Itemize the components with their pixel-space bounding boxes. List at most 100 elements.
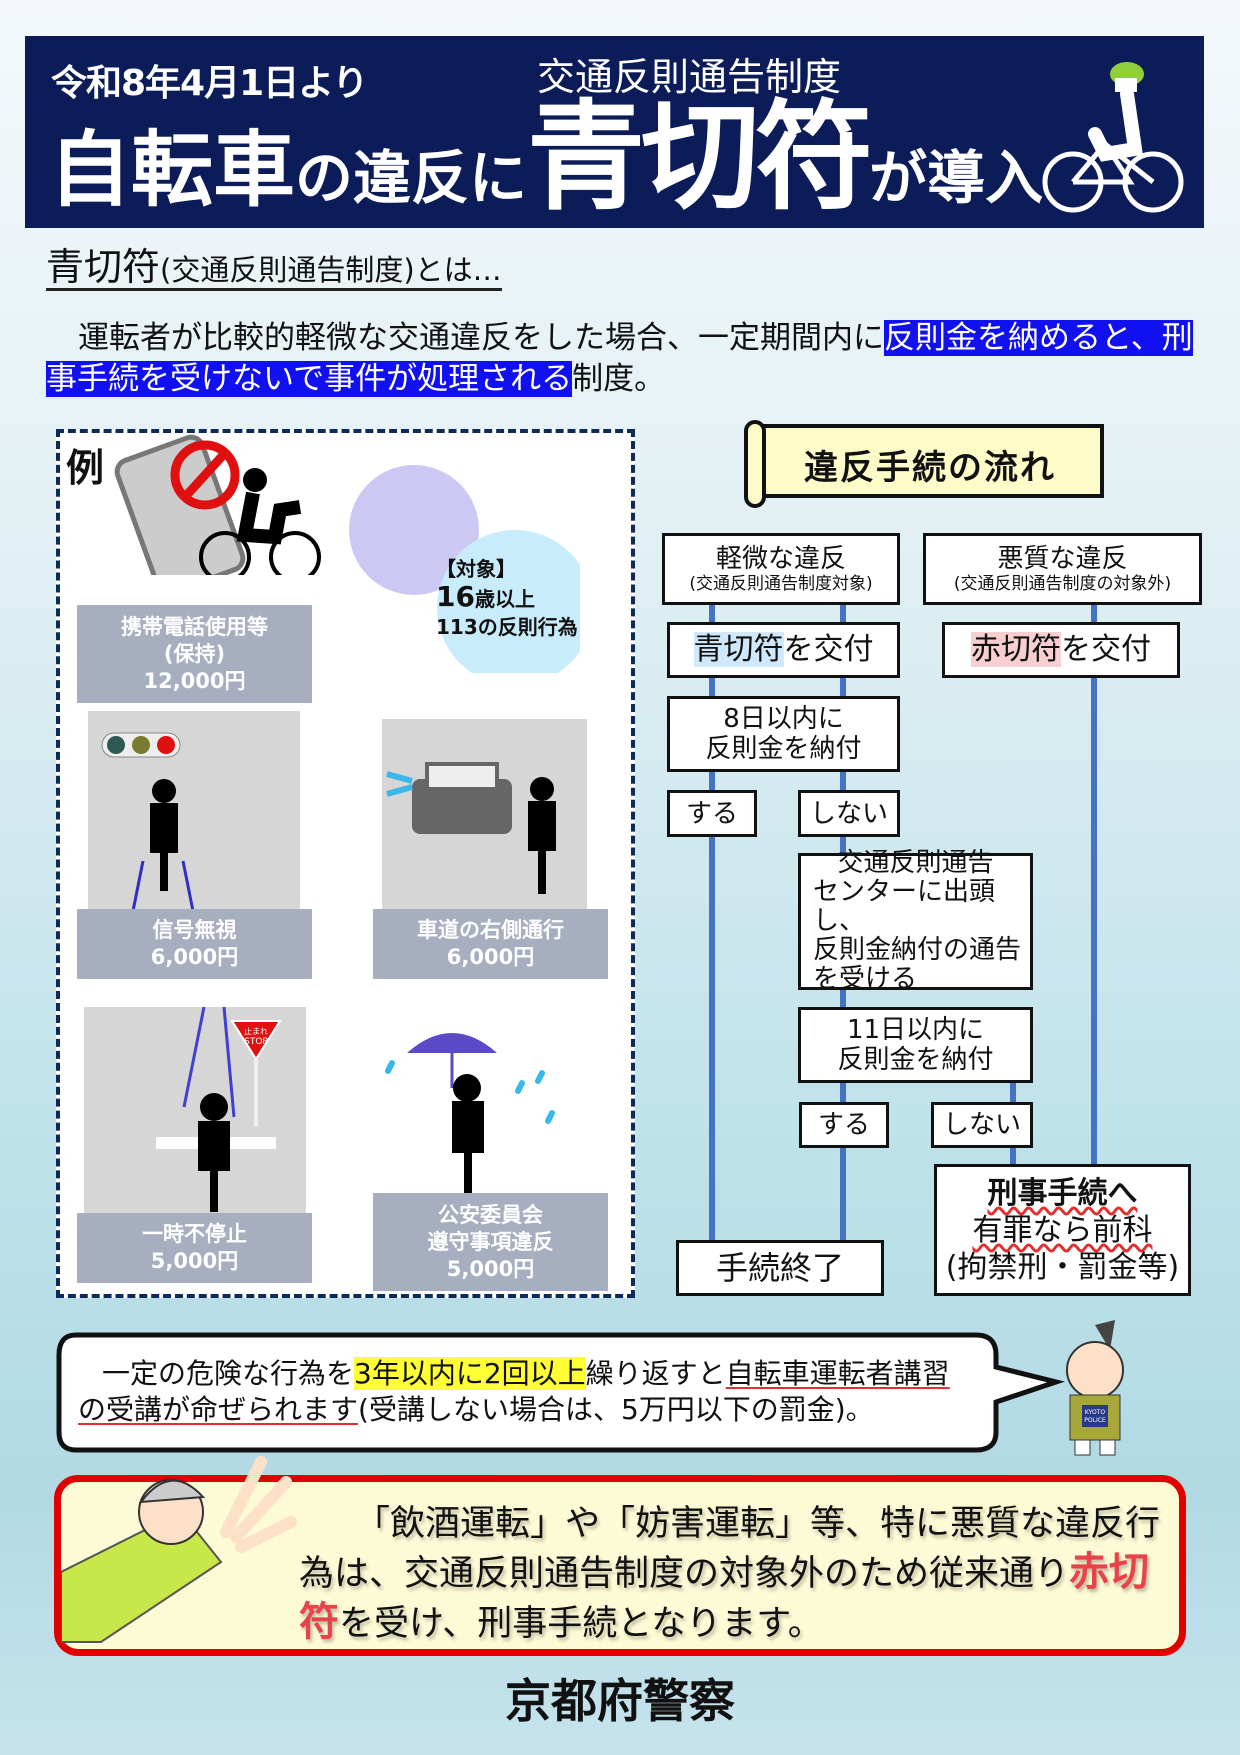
stop-sign-text: STOP [244, 1037, 268, 1047]
violation-name: 車道の右側通行 [417, 918, 564, 942]
fine-amount: 5,000円 [446, 1256, 535, 1281]
stop-sign-text: 止まれ [244, 1026, 268, 1036]
red-ticket-box: 赤切符を交付 [942, 622, 1180, 678]
blue-ticket-label: 青切符 [693, 632, 784, 667]
officer-icon [61, 1456, 297, 1643]
violation-sub: (保持) [163, 641, 226, 666]
flow-title-scroll: 違反手続の流れ [744, 420, 1108, 508]
box-text: を受ける [813, 964, 918, 994]
notice-part: 繰り返すと [585, 1357, 726, 1390]
blue-ticket-box: 青切符を交付 [667, 622, 900, 678]
example-item-signal: 信号無視 6,000円 [77, 909, 312, 979]
title-part: 青切符 [527, 88, 873, 226]
notice-part: 一定の危険な行為を [102, 1357, 355, 1390]
yes-box: する [667, 790, 757, 837]
target-age-unit: 歳以上 [474, 587, 535, 611]
box-text: を交付 [783, 632, 874, 667]
fine-amount: 6,000円 [150, 945, 239, 969]
warning-text: 「飲酒運転」や「妨害運転」等、特に悪質な違反行為は、交通反則通告制度の対象外のた… [299, 1500, 1179, 1648]
phone-cyclist-icon [114, 434, 321, 575]
title-part: の [295, 144, 354, 212]
criminal-procedure-box: 刑事手続へ有罪なら前科(拘禁刑・罰金等) [934, 1164, 1191, 1296]
footer-org: 京都府警察 [505, 1674, 735, 1728]
box-title: 軽微な違反 [715, 544, 846, 574]
para-text: 運転者が比較的軽微な交通違反をした場合、一定期間内に [78, 320, 884, 356]
box-text: 刑事手続へ [987, 1175, 1138, 1211]
yes-box: する [799, 1102, 889, 1148]
traffic-light-icon [88, 711, 300, 912]
flow-title: 違反手続の流れ [804, 448, 1056, 488]
violation-name: 携帯電話使用等 [121, 614, 268, 639]
example-item-phone: 携帯電話使用等(保持)12,000円 [77, 605, 312, 703]
definition-heading: 青切符(交通反則通告制度)とは… [46, 245, 502, 291]
header-subtitle: 交通反則通告制度 [537, 55, 842, 99]
violation-sub: 遵守事項違反 [427, 1229, 554, 1254]
title-part: に [469, 144, 528, 212]
box-text: 11日以内に [846, 1015, 985, 1045]
flow-line [709, 600, 715, 1245]
red-ticket-text: 赤切符 [299, 1549, 1150, 1645]
target-tag: 【対象】 [436, 557, 516, 581]
para-text: 制度。 [572, 361, 666, 397]
box-text: 有罪なら前科 [972, 1212, 1153, 1248]
heading-main: 青切符 [46, 245, 161, 289]
warning-part: を受け、刑事手続となります。 [339, 1604, 823, 1644]
box-sub: (交通反則通告制度対象) [689, 574, 873, 594]
violation-name: 公安委員会 [438, 1202, 543, 1227]
start-date: 令和8年4月1日より [51, 63, 368, 104]
mascot-badge: POLICE [1084, 1417, 1106, 1424]
box-text: 反則金納付の通告 [813, 935, 1022, 965]
minor-violation-box: 軽微な違反(交通反則通告制度対象) [662, 533, 900, 605]
fine-amount: 5,000円 [150, 1249, 239, 1273]
target-info: 【対象】 16歳以上 113の反則行為 [436, 555, 578, 641]
example-item-right-side: 車道の右側通行 6,000円 [373, 909, 608, 979]
cyclist-icon [1042, 62, 1184, 213]
box-text: を交付 [1061, 632, 1151, 667]
title-part: が導入 [869, 144, 1044, 212]
header-title: 自転車の違反に青切符が導入 [49, 98, 1043, 216]
notice-text: 一定の危険な行為を3年以内に2回以上繰り返すと自転車運転者講習の受講が命ぜられま… [78, 1356, 958, 1428]
procedure-end-box: 手続終了 [676, 1240, 884, 1296]
examples-label: 例 [66, 446, 105, 490]
pay-11-days-box: 11日以内に反則金を納付 [798, 1007, 1033, 1083]
target-circles [349, 465, 580, 673]
notice-speech-bubble: 一定の危険な行為を3年以内に2回以上繰り返すと自転車運転者講習の受講が命ぜられま… [56, 1332, 1065, 1453]
flow-line [1091, 600, 1097, 1170]
umbrella-cyclist-icon [385, 1033, 555, 1193]
example-item-stop: 一時不停止 5,000円 [77, 1213, 312, 1283]
box-text: 8日以内に [723, 704, 844, 734]
mascot-badge: KYOTO [1085, 1409, 1105, 1416]
definition-paragraph: 運転者が比較的軽微な交通違反をした場合、一定期間内に反則金を納めると、刑事手続を… [46, 318, 1196, 400]
box-title: 悪質な違反 [997, 544, 1128, 574]
violation-name: 信号無視 [152, 918, 237, 942]
title-part: 違反 [353, 144, 470, 212]
box-sub: (交通反則通告制度の対象外) [953, 574, 1172, 594]
box-text: 反則金を納付 [705, 734, 862, 764]
heading-rest: (交通反則通告制度)とは… [160, 253, 502, 287]
notice-highlight: 3年以内に2回以上 [354, 1357, 586, 1390]
violation-name: 一時不停止 [142, 1222, 247, 1246]
box-text: センターに出頭し、 [813, 877, 996, 936]
red-ticket-label: 赤切符 [971, 632, 1061, 667]
car-cyclist-icon [382, 719, 587, 911]
notice-center-box: 交通反則通告センターに出頭し、反則金納付の通告を受ける [798, 849, 1033, 994]
notice-part: (受講しない場合は、5万円以下の罰金)。 [358, 1393, 874, 1426]
warning-box: 「飲酒運転」や「妨害運転」等、特に悪質な違反行為は、交通反則通告制度の対象外のた… [54, 1456, 1186, 1656]
no-box: しない [931, 1102, 1033, 1148]
box-text: 交通反則通告 [837, 848, 994, 878]
pay-8-days-box: 8日以内に反則金を納付 [667, 696, 900, 772]
examples-panel: 例 携帯電話使用等(保持)12,000円 【対象】 16歳以上 113の反則行為… [56, 429, 635, 1298]
box-text: (拘禁刑・罰金等) [945, 1249, 1180, 1285]
title-part: 自転車 [49, 123, 296, 218]
warning-part: 「飲酒運転」や「妨害運転」等、特に悪質な違反行為は、交通反則通告制度の対象外のた… [299, 1504, 1161, 1594]
fine-amount: 6,000円 [446, 945, 535, 969]
fine-amount: 12,000円 [143, 668, 246, 693]
target-age: 16 [436, 580, 475, 613]
no-box: しない [798, 790, 900, 837]
box-text: 反則金を納付 [837, 1045, 994, 1075]
notice-underlined: 自転車運転者講習の受講が命ぜられます [78, 1357, 950, 1426]
serious-violation-box: 悪質な違反(交通反則通告制度の対象外) [923, 533, 1202, 605]
